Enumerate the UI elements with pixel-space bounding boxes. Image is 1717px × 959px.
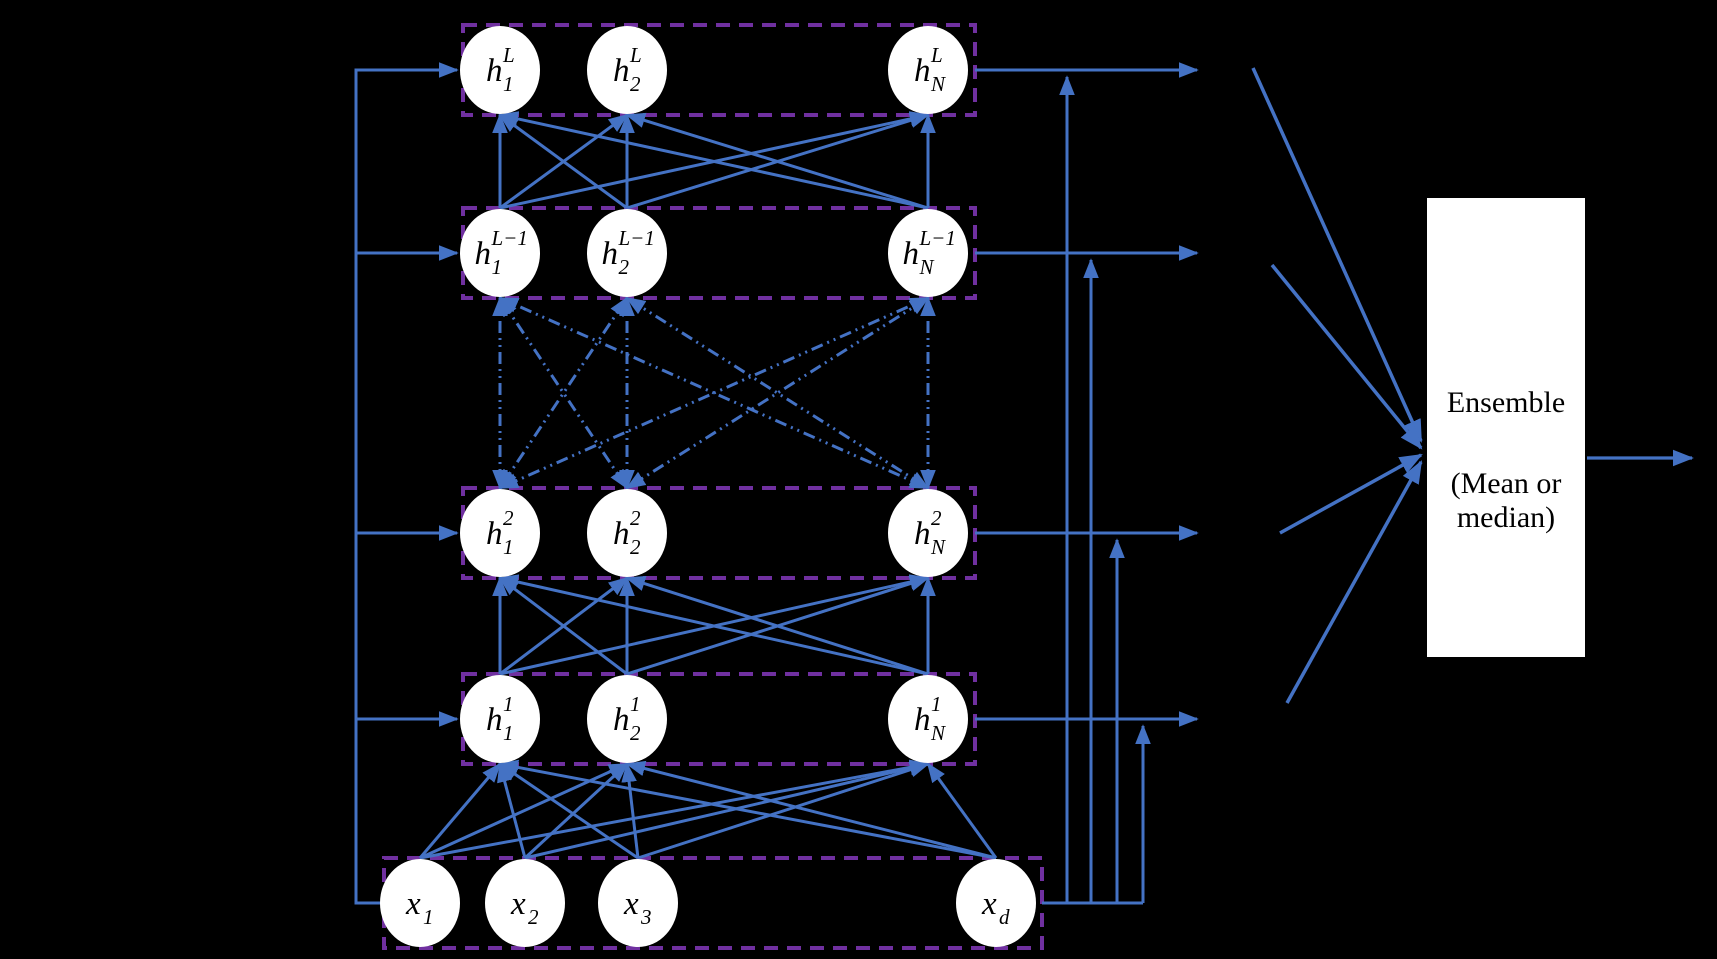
node-label-sup: L — [629, 43, 642, 67]
node-label-sub: 2 — [618, 255, 629, 279]
node-label-base: h — [914, 702, 931, 738]
node-h2-L — [587, 26, 667, 114]
node-label-sub: N — [930, 72, 946, 96]
node-label-sub: 2 — [630, 72, 641, 96]
node-label-base: h — [486, 702, 503, 738]
node-label-sup: 2 — [630, 506, 641, 530]
ensemble-subtitle-line2: median) — [1457, 501, 1555, 534]
node-label-sup: 1 — [503, 692, 514, 716]
connection-input-to-1 — [498, 759, 997, 860]
ensemble-box — [1427, 198, 1585, 657]
node-h2-L-1 — [587, 209, 667, 297]
connection-1-to-2 — [625, 576, 929, 676]
connection-input-to-1 — [523, 762, 629, 860]
node-label-sub: 1 — [503, 721, 514, 745]
node-label-sup: L−1 — [918, 226, 955, 250]
input-feed-lines-right — [1042, 75, 1151, 905]
connection-1-to-2 — [498, 574, 929, 676]
ensemble-input-arrow-0 — [1251, 67, 1423, 443]
node-h1-L — [460, 26, 540, 114]
connection-input-to-1 — [419, 759, 930, 860]
ensemble-input-arrow-3 — [1285, 460, 1423, 704]
node-label-sup: L−1 — [490, 226, 527, 250]
connection-1-to-2 — [498, 576, 628, 676]
node-label-sup: L — [930, 43, 943, 67]
connection-input-to-1 — [625, 760, 997, 860]
node-label-sup: 2 — [503, 506, 514, 530]
node-label-sub: N — [930, 535, 946, 559]
ensemble-subtitle-line1: (Mean or — [1451, 467, 1562, 500]
connection-input-to-1 — [418, 762, 502, 859]
node-label-base: x — [981, 886, 997, 922]
node-label-base: h — [914, 516, 931, 552]
node-label-sup: 2 — [931, 506, 942, 530]
connection-input-to-1 — [926, 762, 998, 859]
node-xd-input — [956, 859, 1036, 947]
node-label-sub: 1 — [503, 72, 514, 96]
node-label-base: h — [914, 53, 931, 89]
node-x1-input — [380, 859, 460, 947]
ensemble-title: Ensemble — [1447, 386, 1565, 419]
layer-output-arrows — [975, 62, 1199, 727]
node-label-base: h — [474, 236, 491, 272]
skip-trunk-line — [354, 62, 459, 905]
node-h1-2 — [460, 489, 540, 577]
node-label-base: h — [486, 516, 503, 552]
node-hN-1 — [888, 675, 968, 763]
node-h1-L-1 — [460, 209, 540, 297]
node-h1-1 — [460, 675, 540, 763]
node-label-sub: 2 — [630, 535, 641, 559]
connection-2-to-L-1 — [625, 296, 930, 490]
ensemble-input-arrow-1 — [1270, 263, 1423, 450]
node-label-sub: 2 — [630, 721, 641, 745]
connection-L-1-to-L — [498, 113, 628, 210]
node-hN-L-1 — [888, 209, 968, 297]
ensemble-input-arrow-2 — [1279, 453, 1423, 535]
connection-input-to-1 — [524, 760, 930, 860]
node-hN-L — [888, 26, 968, 114]
node-hN-2 — [888, 489, 968, 577]
node-label-base: h — [601, 236, 618, 272]
node-x3-input — [598, 859, 678, 947]
node-label-sub: 1 — [423, 905, 434, 929]
node-label-sub: 1 — [503, 535, 514, 559]
node-h2-2 — [587, 489, 667, 577]
node-h2-1 — [587, 675, 667, 763]
node-label-sub: d — [999, 905, 1010, 929]
input-skip-lines-left — [354, 62, 459, 905]
node-label-base: x — [405, 886, 421, 922]
connection-input-to-1 — [621, 762, 640, 859]
connection-input-to-1 — [637, 762, 930, 860]
node-label-sub: 1 — [491, 255, 502, 279]
node-label-base: x — [623, 886, 639, 922]
node-label-sup: L−1 — [617, 226, 654, 250]
ensemble-input-arrows — [1251, 67, 1423, 704]
node-label-sup: 1 — [630, 692, 641, 716]
interlayer-connections — [418, 111, 998, 860]
node-label-sub: 3 — [640, 905, 652, 929]
node-label-sub: 2 — [528, 905, 539, 929]
node-label-base: h — [613, 53, 630, 89]
node-label-base: h — [613, 516, 630, 552]
connection-L-1-to-L — [625, 112, 929, 210]
node-label-sub: N — [930, 721, 946, 745]
node-label-base: h — [902, 236, 919, 272]
connection-L-1-to-L — [498, 111, 929, 210]
node-label-base: h — [613, 702, 630, 738]
node-label-base: h — [486, 53, 503, 89]
node-label-sup: 1 — [931, 692, 942, 716]
node-label-sub: N — [918, 255, 934, 279]
node-label-base: x — [510, 886, 526, 922]
connection-input-to-1 — [498, 762, 639, 860]
connection-input-to-1 — [419, 762, 629, 860]
node-x2-input — [485, 859, 565, 947]
node-label-sup: L — [502, 43, 515, 67]
